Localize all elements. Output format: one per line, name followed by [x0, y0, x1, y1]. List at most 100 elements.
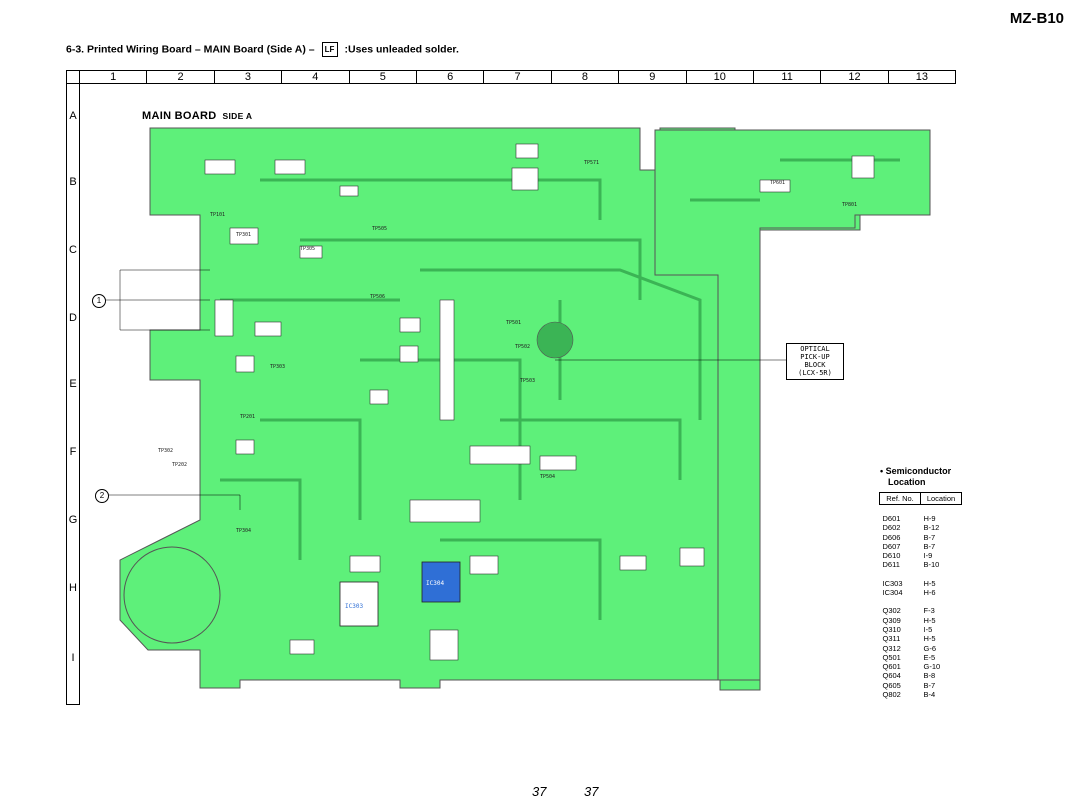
table-gap — [880, 570, 962, 579]
tp202-label: TP202 — [172, 462, 187, 468]
row-ruler: A B C D E F G H I — [66, 82, 80, 705]
location-cell: B-7 — [923, 541, 936, 551]
tp302-label: TP302 — [158, 448, 173, 454]
table-row: Q802 B-4 — [880, 690, 962, 699]
callout-1: 1 — [92, 294, 106, 308]
table-row: Q312 G-6 — [880, 644, 962, 653]
location-cell: H-5 — [923, 634, 936, 644]
column-label: 9 — [618, 71, 685, 83]
callout-1-leader — [104, 269, 210, 331]
tp502-label: TP502 — [515, 344, 530, 350]
ref-cell: Q312 — [882, 643, 901, 653]
column-label: 8 — [550, 71, 618, 83]
table-row: D602 B-12 — [880, 523, 962, 532]
ref-cell: Q311 — [882, 634, 901, 644]
ref-cell: IC304 — [882, 588, 903, 598]
column-label: 3 — [213, 71, 281, 83]
semiconductor-title-line1: • Semiconductor — [880, 466, 952, 476]
section-title: 6-3. Printed Wiring Board – MAIN Board (… — [66, 42, 459, 57]
ref-cell: Q501 — [882, 652, 901, 662]
table-row: Q501 E-5 — [880, 653, 962, 662]
column-label: 1 — [79, 71, 146, 83]
flex-top-right — [654, 129, 931, 681]
semiconductor-title: • Semiconductor Location — [880, 466, 951, 488]
tp505-label: TP505 — [372, 226, 387, 232]
location-cell: H-5 — [923, 578, 936, 588]
row-label: E — [69, 378, 77, 390]
location-cell: B-12 — [923, 523, 940, 533]
location-cell: G-10 — [923, 662, 941, 672]
location-cell: B-8 — [923, 671, 936, 681]
tp305-label: TP305 — [300, 246, 315, 252]
row-label: F — [69, 446, 77, 458]
column-label: 4 — [281, 71, 348, 83]
tp101-label: TP101 — [210, 212, 225, 218]
ref-cell: Q310 — [882, 624, 901, 634]
callout-2: 2 — [95, 489, 109, 503]
ic303-body — [339, 581, 379, 627]
tp503-label: TP503 — [520, 378, 535, 384]
page-number-left: 37 — [532, 784, 547, 799]
location-cell: B-7 — [923, 680, 936, 690]
row-label: D — [69, 312, 77, 324]
column-label: 6 — [415, 71, 483, 83]
ic304-body — [421, 561, 461, 603]
lead-free-icon: LF — [321, 42, 338, 57]
ref-cell: D602 — [882, 523, 901, 533]
location-cell: H-5 — [923, 615, 936, 625]
pickup-line-2: PICK-UP — [800, 353, 830, 361]
tp571-label: TP571 — [584, 160, 599, 166]
col-header-location: Location — [920, 492, 962, 505]
ref-cell: D606 — [882, 532, 901, 542]
tp601-label: TP601 — [770, 180, 785, 186]
pickup-pad — [536, 321, 574, 359]
pickup-line-4: (LCX-5R) — [798, 369, 832, 377]
section-heading: 6-3. Printed Wiring Board – MAIN Board (… — [66, 43, 315, 56]
row-label: G — [68, 514, 78, 526]
ref-cell: Q604 — [882, 671, 901, 681]
table-row: Q311 H-5 — [880, 634, 962, 643]
ref-cell: IC303 — [882, 578, 903, 588]
row-label: H — [69, 582, 77, 594]
table-row: Q605 B-7 — [880, 681, 962, 690]
column-label: 10 — [685, 71, 753, 83]
location-cell: B-4 — [923, 690, 936, 700]
semiconductor-title-line2: Location — [888, 477, 926, 487]
row-label: C — [69, 244, 77, 256]
location-cell: E-5 — [923, 652, 936, 662]
ic304-label: IC304 — [426, 580, 444, 587]
location-cell: H-9 — [923, 514, 936, 523]
row-label: B — [69, 176, 77, 188]
board-title-side: SIDE A — [222, 111, 253, 121]
lead-free-note: :Uses unleaded solder. — [344, 43, 459, 56]
location-cell: G-6 — [923, 643, 937, 653]
ref-cell: Q605 — [882, 680, 901, 690]
tp506-label: TP506 — [370, 294, 385, 300]
table-row: IC304 H-6 — [880, 588, 962, 597]
column-label: 13 — [887, 71, 955, 83]
location-cell: B-10 — [923, 560, 940, 570]
location-cell: H-6 — [923, 588, 936, 598]
row-label: I — [71, 652, 75, 664]
test-point-labels: TP101 TP201 TP202 TP301 TP302 TP303 TP30… — [158, 160, 857, 534]
tp801-label: TP801 — [842, 202, 857, 208]
row-label: A — [69, 110, 77, 122]
ref-cell: Q309 — [882, 615, 901, 625]
ref-cell: D610 — [882, 551, 901, 561]
location-cell: I-9 — [923, 551, 933, 561]
battery-contact — [123, 546, 221, 644]
tp303-label: TP303 — [270, 364, 285, 370]
column-label: 11 — [752, 71, 820, 83]
board-title-main: MAIN BOARD — [142, 110, 217, 122]
location-cell: I-5 — [923, 624, 933, 634]
ref-cell: Q802 — [882, 690, 901, 700]
ref-cell: Q302 — [882, 606, 901, 616]
column-label: 7 — [483, 71, 550, 83]
model-name: MZ-B10 — [1009, 10, 1064, 27]
table-row: Q309 H-5 — [880, 616, 962, 625]
